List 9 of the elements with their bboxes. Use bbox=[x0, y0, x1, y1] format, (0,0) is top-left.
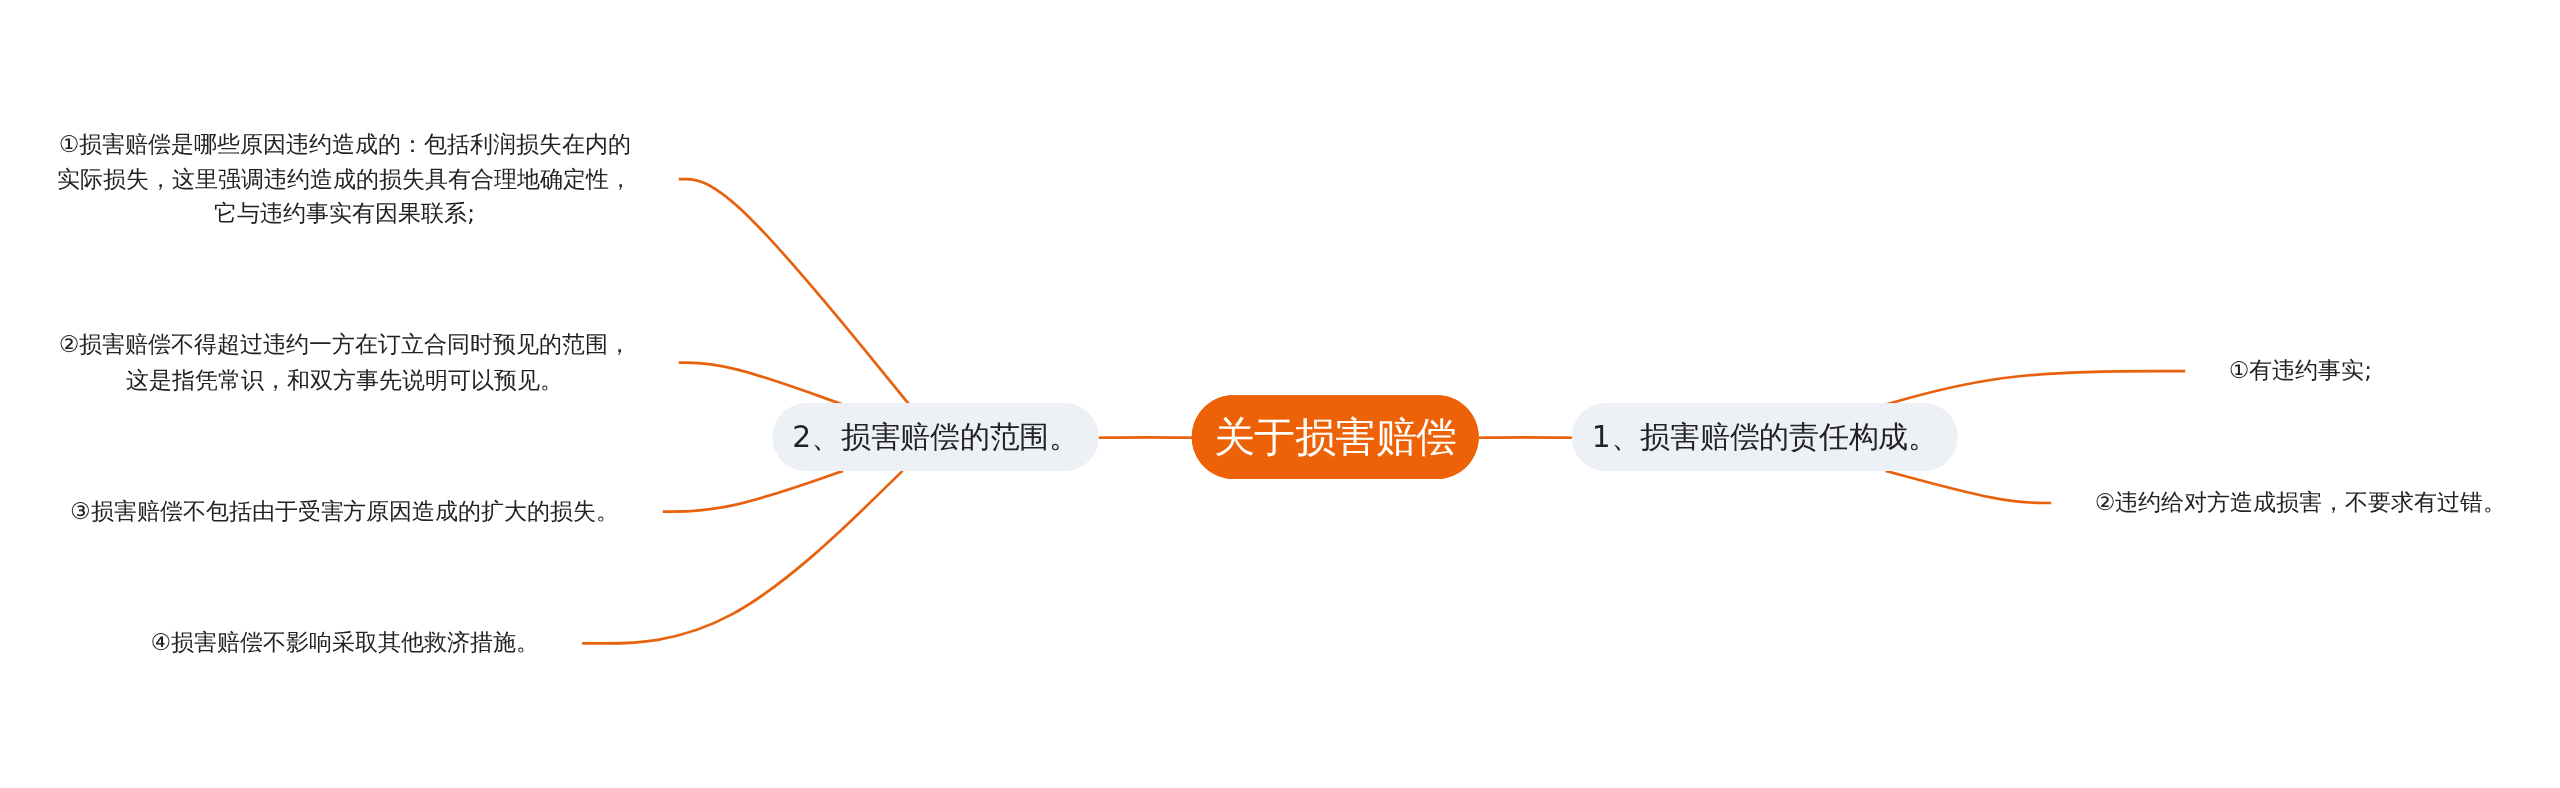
node-text: ②损害赔偿不得超过违约一方在订立合同时预见的范围，这是指凭常识，和双方事先说明可以预见。 bbox=[58, 330, 631, 393]
connector bbox=[1885, 469, 2052, 505]
node-text: ④损害赔偿不影响采取其他救济措施。 bbox=[150, 628, 539, 656]
connector bbox=[662, 469, 844, 513]
node-text: ③损害赔偿不包括由于受害方原因造成的扩大的损失。 bbox=[70, 497, 620, 525]
node-text: ①损害赔偿是哪些原因违约造成的：包括利润损失在内的实际损失，这里强调违约造成的损失具有合理地确定性，它与违约事实有因果联系; bbox=[57, 130, 632, 227]
node-text: ②违约给对方造成损害，不要求有过错。 bbox=[2094, 488, 2506, 516]
node-text: ①有违约事实; bbox=[2228, 356, 2372, 384]
connector bbox=[582, 469, 904, 645]
